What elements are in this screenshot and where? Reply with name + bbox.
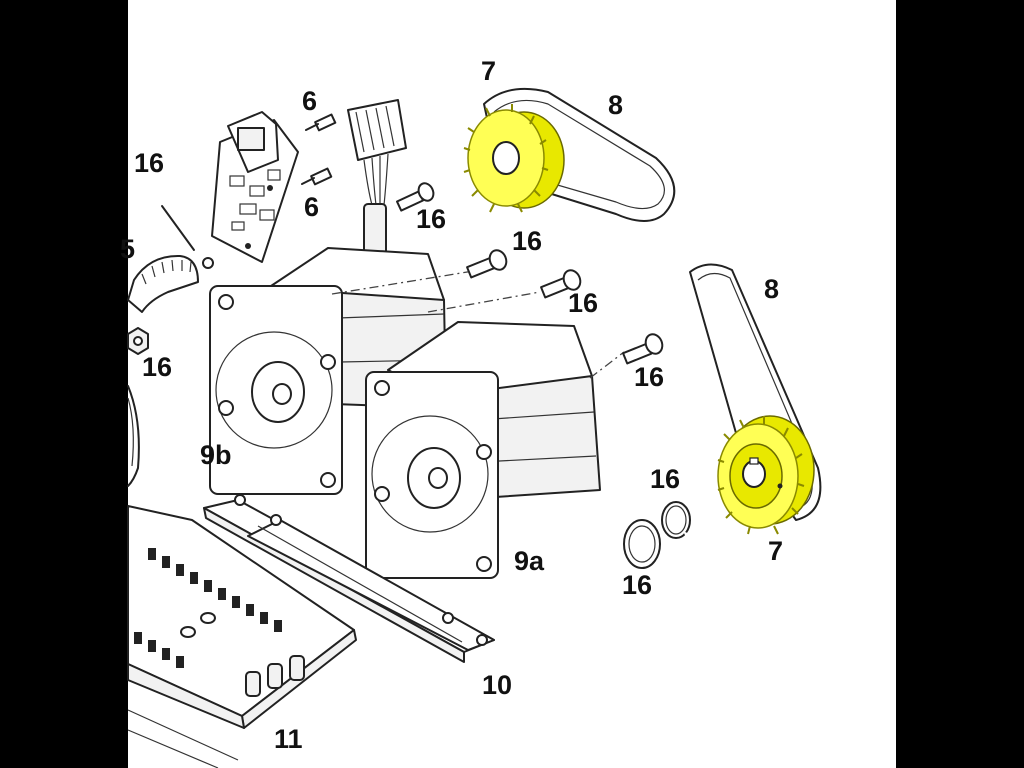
callout-screw-16-motor-b: 16 <box>568 288 599 318</box>
callout-screw-16-motor-c: 16 <box>634 362 665 392</box>
callout-pulley-7-upper: 7 <box>481 56 497 86</box>
callout-retaining-ring-upper: 16 <box>650 464 681 494</box>
partial-wheel-part <box>127 385 140 487</box>
callout-screw-16-motor-a: 16 <box>512 226 543 256</box>
callout-retaining-ring-lower: 16 <box>622 570 653 600</box>
partial-dial-part <box>127 205 214 313</box>
callout-motor-9a: 9a <box>514 546 545 576</box>
exploded-parts-diagram: 7 8 6 6 16 5 16 16 16 16 16 8 7 16 16 9b… <box>120 0 896 768</box>
screw-16-cable <box>396 182 435 212</box>
motor-9b-part <box>209 247 447 495</box>
callout-motor-9b: 9b <box>200 440 232 470</box>
diagram-drawing <box>127 87 822 768</box>
cable-connector-part <box>347 99 407 272</box>
callout-nut-16-left: 16 <box>142 352 173 382</box>
screw-16-motor-b <box>540 269 582 299</box>
callout-screw-6-lower: 6 <box>304 192 320 222</box>
motor-9a-part <box>365 321 601 579</box>
callout-belt-8-right: 8 <box>764 274 780 304</box>
callout-partial-16-left: 16 <box>134 148 165 178</box>
encoder-board-part <box>211 111 299 263</box>
circuit-board-11-part <box>127 505 357 768</box>
screw-6-lower <box>301 167 333 186</box>
retaining-ring-lower <box>623 519 661 569</box>
callout-pulley-7-right: 7 <box>768 536 784 566</box>
callout-screw-6-upper: 6 <box>302 86 318 116</box>
pulley-7-right <box>717 415 815 535</box>
callout-board-11: 11 <box>274 724 303 754</box>
callout-bracket-10: 10 <box>482 670 513 700</box>
screw-16-motor-a <box>466 249 508 279</box>
screw-6-upper <box>305 113 337 132</box>
bracket-10-part <box>203 494 495 663</box>
retaining-ring-upper <box>661 501 693 541</box>
screw-16-motor-c <box>622 333 664 365</box>
callout-belt-8-upper: 8 <box>608 90 624 120</box>
callout-partial-5-left: 5 <box>120 234 136 264</box>
pulley-7-upper <box>463 104 565 213</box>
callout-screw-16-cable: 16 <box>416 204 447 234</box>
nut-part <box>127 327 149 355</box>
